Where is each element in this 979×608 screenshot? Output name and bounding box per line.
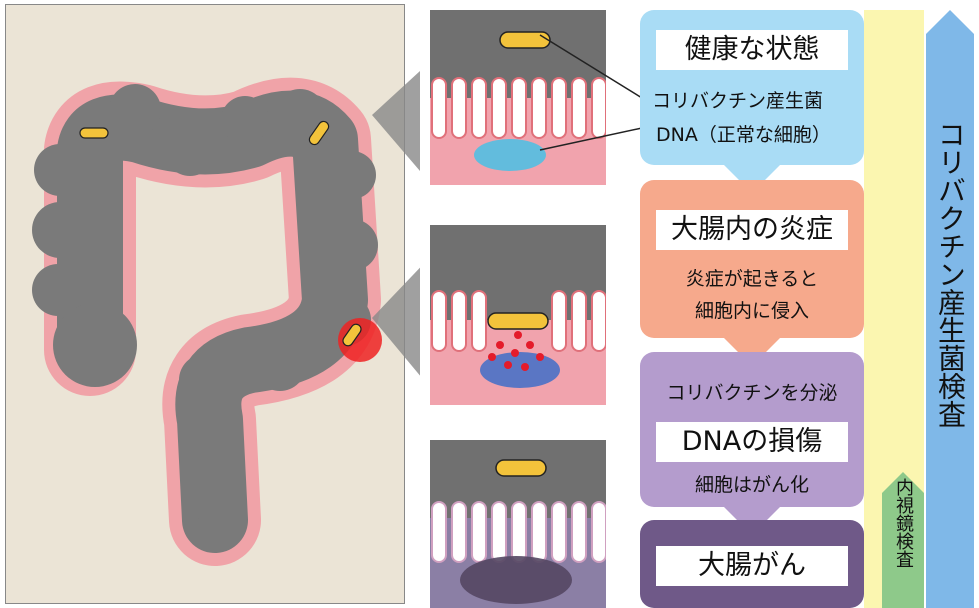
stage-title: 大腸内の炎症 [656, 210, 848, 250]
stage-inflammation: 大腸内の炎症 炎症が起きると 細胞内に侵入 [640, 180, 864, 338]
colon-illustration [0, 0, 420, 608]
micro-view-inflamed [430, 225, 606, 405]
stage-title: 大腸がん [656, 546, 848, 586]
callout-dna: DNA（正常な細胞） [656, 120, 831, 147]
stage-cancer: 大腸がん [640, 520, 864, 608]
callout-lines [430, 0, 650, 180]
stage-line: 細胞はがん化 [640, 470, 864, 497]
stage-title: 健康な状態 [656, 30, 848, 70]
stage-line: 細胞内に侵入 [640, 296, 864, 323]
colibactin-test-label: コリバクチン産生菌検査 [930, 120, 970, 520]
stage-line: 炎症が起きると [640, 264, 864, 291]
callout-bacteria: コリバクチン産生菌 [652, 86, 823, 113]
stage-pre: コリバクチンを分泌 [640, 378, 864, 405]
stage-title: DNAの損傷 [656, 422, 848, 462]
stage-dna-damage: コリバクチンを分泌 DNAの損傷 細胞はがん化 [640, 352, 864, 507]
micro-view-cancer [430, 440, 606, 608]
endoscopy-label: 内視鏡検査 [886, 478, 920, 604]
